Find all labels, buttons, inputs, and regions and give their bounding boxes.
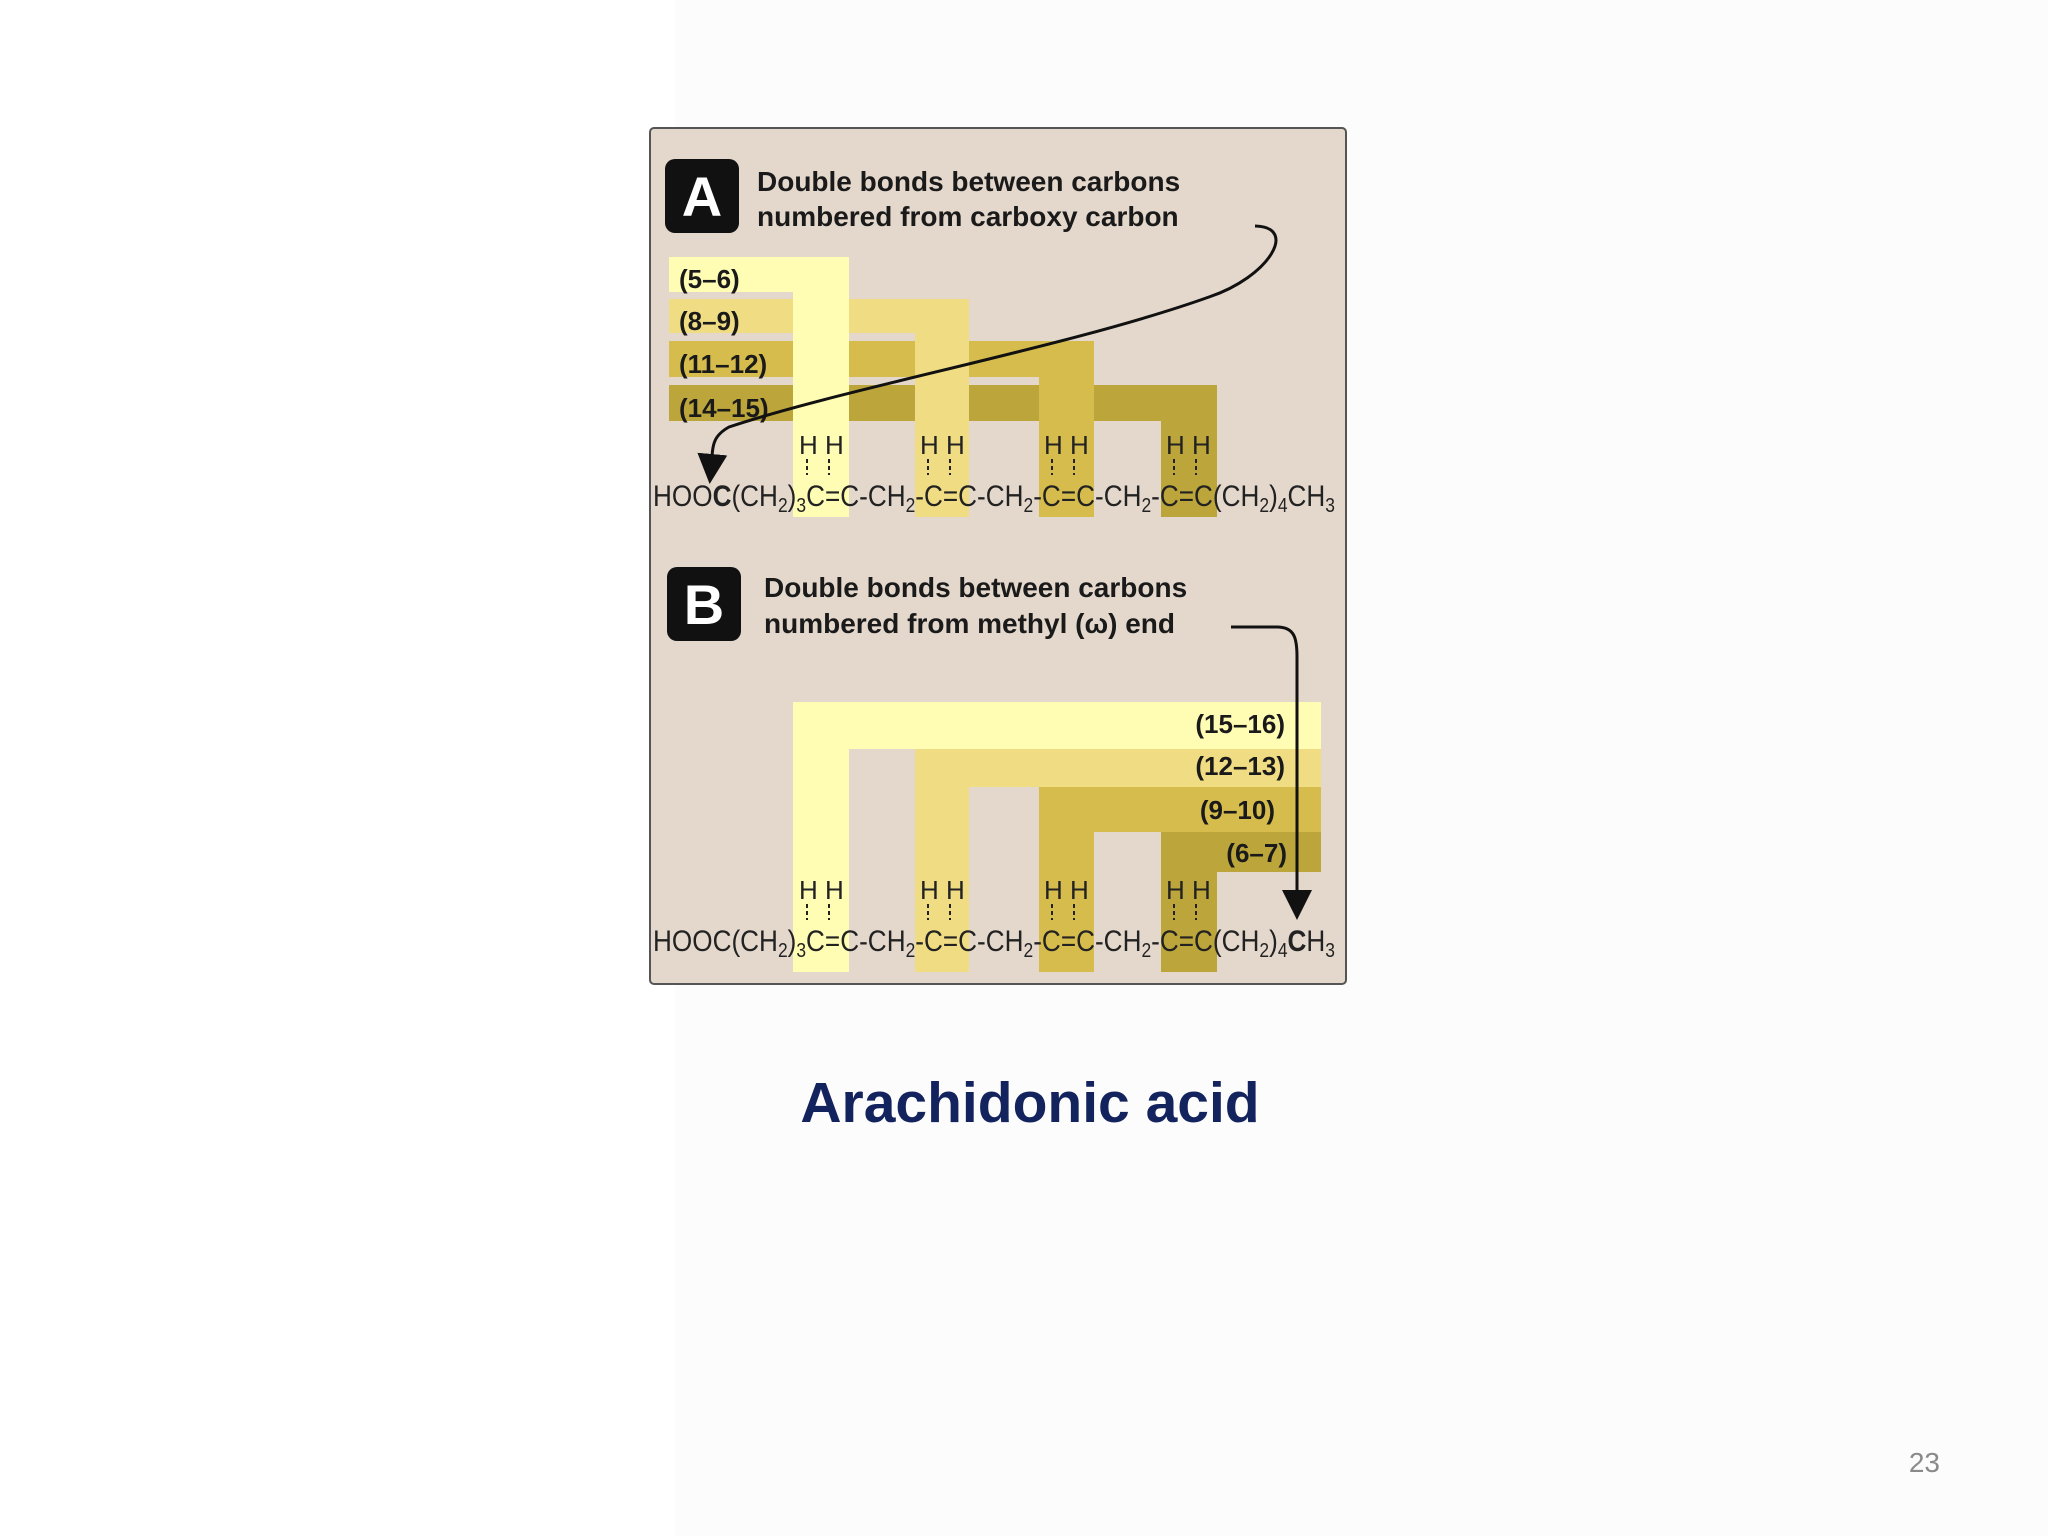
panel-b-h-pair-4: H H <box>1166 875 1211 905</box>
methyl-end: CH <box>1288 480 1326 513</box>
carboxy-carbon: C <box>713 480 732 513</box>
subscript: 2 <box>778 495 788 517</box>
methylene: -CH <box>1095 925 1141 958</box>
methylene: -CH <box>977 925 1023 958</box>
subscript: 2 <box>778 940 788 962</box>
panel-a-band-5-6 <box>669 257 849 517</box>
panel-a-band-11-12 <box>669 341 1094 517</box>
panel-b-h-pair-3: H H <box>1044 875 1089 905</box>
panel-b-h-bonds <box>806 904 1197 920</box>
subscript: 3 <box>796 495 806 517</box>
panel-b-range-4: (6–7) <box>1226 838 1287 868</box>
double-bond-4: -C=C <box>1151 925 1213 958</box>
double-bond-3: -C=C <box>1033 480 1095 513</box>
panel-a-caption-line2: numbered from carboxy carbon <box>757 201 1179 232</box>
subscript: 2 <box>906 495 916 517</box>
panel-b-range-1: (15–16) <box>1195 709 1285 739</box>
panel-b-h-pair-2: H H <box>920 875 965 905</box>
subscript: 2 <box>1141 940 1151 962</box>
panel-a-range-2: (8–9) <box>679 306 740 336</box>
double-bond-numbering-diagram: A Double bonds between carbons numbered … <box>649 127 1347 985</box>
panel-b-badge-letter: B <box>684 573 724 636</box>
panel-b-band-15-16 <box>793 702 1321 972</box>
subscript: 2 <box>1024 940 1034 962</box>
panel-a-h-pair-3: H H <box>1044 430 1089 460</box>
panel-a-badge <box>665 159 739 233</box>
panel-b-band-12-13 <box>915 749 1321 972</box>
arachidonic-acid-figure: A Double bonds between carbons numbered … <box>649 127 1349 987</box>
slide-title: Arachidonic acid <box>800 1071 1260 1135</box>
panel-b-range-2: (12–13) <box>1195 751 1285 781</box>
formula-segment: ) <box>788 480 797 513</box>
panel-b-range-3: (9–10) <box>1200 795 1275 825</box>
formula-head: HOOC <box>653 925 731 958</box>
subscript: 2 <box>1259 940 1269 962</box>
formula-tail: ) <box>1269 925 1278 958</box>
double-bond-3: -C=C <box>1033 925 1095 958</box>
panel-b-band-9-10 <box>1039 787 1321 972</box>
panel-a-badge-letter: A <box>682 165 722 228</box>
methylene: -CH <box>859 925 905 958</box>
subscript: 4 <box>1278 940 1288 962</box>
subscript: 3 <box>796 940 806 962</box>
panel-a-h-pair-4: H H <box>1166 430 1211 460</box>
formula-head: HOO <box>653 480 713 513</box>
subscript: 2 <box>906 940 916 962</box>
formula-tail: (CH <box>1213 925 1259 958</box>
panel-a-hydrogens: H H H H H H H H <box>799 430 1211 475</box>
panel-a-caption-line1: Double bonds between carbons <box>757 166 1180 197</box>
subscript: 2 <box>1024 495 1034 517</box>
panel-a-h-pair-2: H H <box>920 430 965 460</box>
methylene: -CH <box>1095 480 1141 513</box>
panel-a-band-8-9 <box>669 299 969 517</box>
double-bond-1: C=C <box>806 925 859 958</box>
subscript: 2 <box>1259 495 1269 517</box>
subscript: 4 <box>1278 495 1288 517</box>
subscript: 3 <box>1325 940 1335 962</box>
panel-b-caption-line2: numbered from methyl (ω) end <box>764 608 1175 639</box>
subscript: 2 <box>1141 495 1151 517</box>
methylene: -CH <box>859 480 905 513</box>
panel-b-arrow <box>1231 625 1312 920</box>
double-bond-4: -C=C <box>1151 480 1213 513</box>
methyl-end: H <box>1306 925 1325 958</box>
panel-b-formula: HOOC(CH2)3C=C-CH2-C=C-CH2-C=C-CH2-C=C(CH… <box>653 925 1335 962</box>
panel-a-h-bonds <box>806 459 1197 475</box>
formula-tail: (CH <box>1213 480 1259 513</box>
panel-b-badge <box>667 567 741 641</box>
panel-b-h-pair-1: H H <box>799 875 844 905</box>
subscript: 3 <box>1325 495 1335 517</box>
formula-segment: ) <box>788 925 797 958</box>
panel-a-h-pair-1: H H <box>799 430 844 460</box>
methylene: -CH <box>977 480 1023 513</box>
panel-a-band-14-15 <box>669 385 1217 517</box>
formula-segment: (CH <box>731 925 777 958</box>
panel-b-caption-line1: Double bonds between carbons <box>764 572 1187 603</box>
panel-a-arrow <box>697 224 1278 484</box>
panel-b-band-6-7 <box>1161 832 1321 972</box>
panel-b-hydrogens: H H H H H H H H <box>799 875 1211 920</box>
formula-tail: ) <box>1269 480 1278 513</box>
double-bond-1: C=C <box>806 480 859 513</box>
double-bond-2: -C=C <box>915 480 977 513</box>
double-bond-2: -C=C <box>915 925 977 958</box>
methyl-carbon: C <box>1288 925 1307 958</box>
slide-page-number: 23 <box>1908 1447 1940 1478</box>
formula-segment: (CH <box>731 480 777 513</box>
panel-a-formula: HOOC(CH2)3C=C-CH2-C=C-CH2-C=C-CH2-C=C(CH… <box>653 480 1335 517</box>
panel-a-range-3: (11–12) <box>679 349 767 379</box>
panel-a-range-1: (5–6) <box>679 264 740 294</box>
